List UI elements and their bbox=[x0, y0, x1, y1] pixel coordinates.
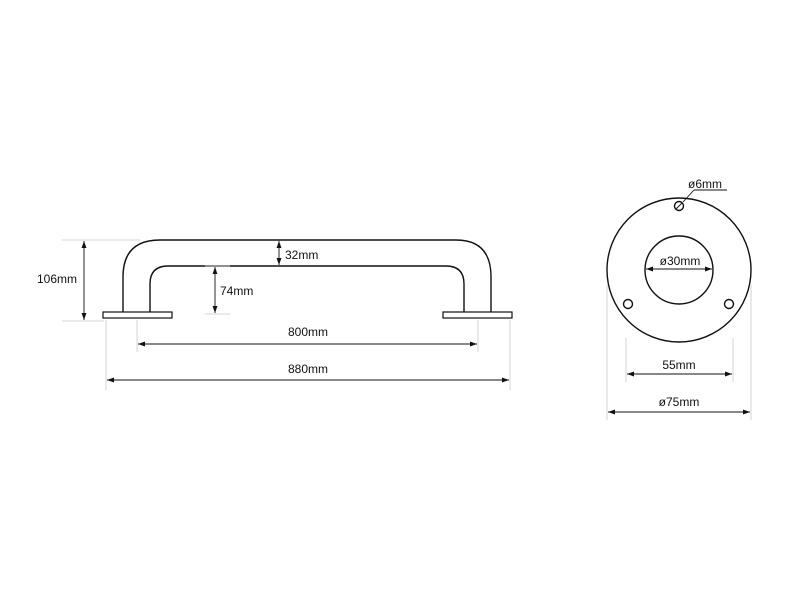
side-view-extension-lines bbox=[62, 239, 511, 390]
screw-hole-top-mark bbox=[675, 202, 683, 210]
outer-diameter-label: ø75mm bbox=[659, 395, 700, 409]
front-view-extension-lines bbox=[606, 285, 752, 420]
screw-hole-top bbox=[673, 200, 685, 212]
grab-bar-side-view bbox=[102, 239, 513, 319]
flange-front-view bbox=[606, 197, 752, 343]
overall-height-label: 106mm bbox=[37, 272, 77, 286]
right-mounting-flange bbox=[442, 311, 513, 319]
screw-hole-left bbox=[622, 298, 634, 310]
hole-diameter-label: ø6mm bbox=[688, 177, 722, 191]
tube-diameter-label: 32mm bbox=[285, 248, 318, 262]
overall-length-label: 880mm bbox=[288, 362, 328, 376]
flange-inner-circle bbox=[644, 235, 714, 305]
inner-height-label: 74mm bbox=[220, 284, 253, 298]
tube-inner-outline bbox=[149, 265, 465, 314]
inner-diameter-label: ø30mm bbox=[660, 254, 701, 268]
left-mounting-flange bbox=[102, 311, 173, 319]
hole-diameter-leader bbox=[682, 189, 695, 203]
center-distance-label: 800mm bbox=[288, 325, 328, 339]
hole-spacing-label: 55mm bbox=[662, 358, 695, 372]
tube-outer-outline bbox=[122, 239, 492, 314]
screw-hole-right bbox=[723, 298, 735, 310]
flange-outer-circle bbox=[606, 197, 752, 343]
